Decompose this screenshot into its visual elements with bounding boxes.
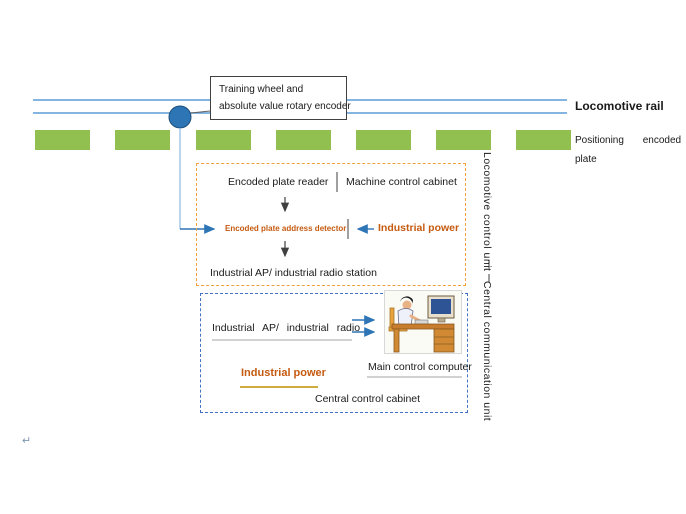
locomotive-rail-label: Locomotive rail	[575, 99, 664, 113]
callout-training-wheel: Training wheel and absolute value rotary…	[210, 76, 351, 120]
training-wheel-icon	[168, 105, 192, 129]
locomotive-control-unit-box	[196, 163, 466, 286]
encoded-plate-address-detector-label: Encoded plate address detector	[225, 224, 347, 233]
encoded-plate	[35, 130, 90, 150]
callout-line2: absolute value rotary encoder	[219, 100, 351, 112]
encoded-plate-reader-label: Encoded plate reader	[228, 176, 329, 188]
central-industrial-power-label: Industrial power	[241, 367, 326, 379]
encoded-plate	[115, 130, 170, 150]
encoded-plate	[356, 130, 411, 150]
paragraph-return-mark: ↵	[22, 435, 32, 447]
locomotive-industrial-power-label: Industrial power	[378, 222, 460, 234]
callout-line1: Training wheel and	[219, 84, 304, 95]
positioning-plate-label-line1: Positioning encoded	[575, 135, 682, 146]
central-communication-unit-side-label: Central communication unit	[481, 281, 493, 422]
locomotive-control-unit-side-label: Locomotive control unit	[481, 152, 493, 272]
central-radio-label: Industrial AP/ industrial radio	[212, 322, 361, 334]
positioning-plate-label-line2: plate	[575, 154, 597, 165]
encoded-plate	[276, 130, 331, 150]
locomotive-radio-station-label: Industrial AP/ industrial radio station	[210, 267, 377, 279]
main-control-computer-label: Main control computer	[368, 361, 472, 373]
encoded-plate	[516, 130, 571, 150]
machine-control-cabinet-label: Machine control cabinet	[346, 176, 457, 188]
callout-leader-line	[190, 110, 211, 114]
encoded-plate	[436, 130, 491, 150]
operator-at-computer-icon	[384, 290, 462, 354]
encoded-plate	[196, 130, 251, 150]
central-control-cabinet-label: Central control cabinet	[315, 393, 421, 405]
central-control-cabinet-box	[200, 293, 468, 413]
